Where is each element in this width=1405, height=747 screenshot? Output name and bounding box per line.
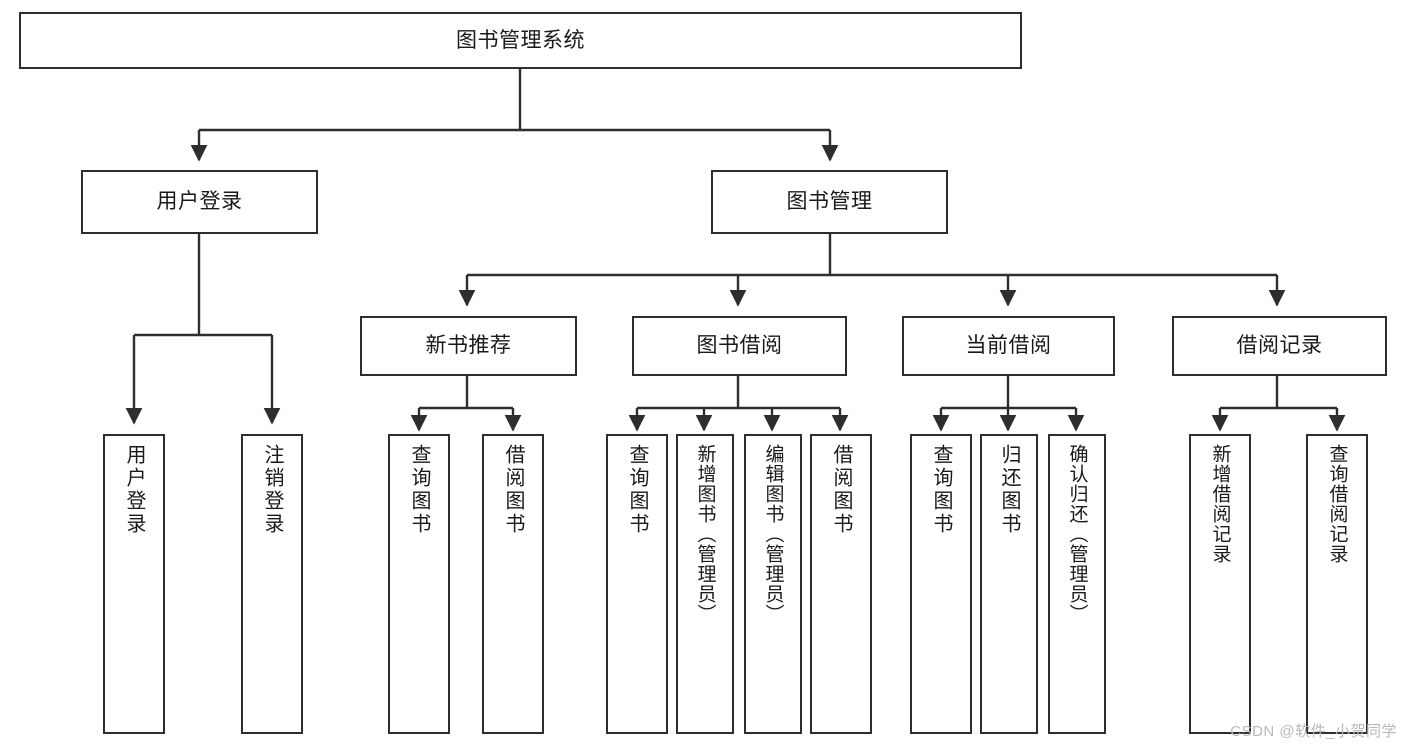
node-label: 编辑图书（管理员） xyxy=(762,444,784,624)
node-leaf-borrow-books[interactable]: 借阅图书 xyxy=(810,434,872,734)
node-root-book-management-system[interactable]: 图书管理系统 xyxy=(19,12,1022,69)
node-leaf-edit-book-admin[interactable]: 编辑图书（管理员） xyxy=(744,434,802,734)
node-leaf-query-borrow-record[interactable]: 查询借阅记录 xyxy=(1306,434,1368,734)
node-label: 借阅记录 xyxy=(1236,334,1323,358)
node-leaf-confirm-return-admin[interactable]: 确认归还（管理员） xyxy=(1048,434,1106,734)
node-label: 用户登录 xyxy=(123,444,145,536)
node-leaf-logout-login[interactable]: 注销登录 xyxy=(241,434,303,734)
node-label: 借阅图书 xyxy=(830,444,852,536)
node-user-login[interactable]: 用户登录 xyxy=(81,170,318,234)
node-leaf-borrow-books-recommend[interactable]: 借阅图书 xyxy=(482,434,544,734)
node-leaf-add-book-admin[interactable]: 新增图书（管理员） xyxy=(676,434,734,734)
node-leaf-user-login[interactable]: 用户登录 xyxy=(103,434,165,734)
node-label: 借阅图书 xyxy=(502,444,524,536)
node-label: 确认归还（管理员） xyxy=(1066,444,1088,624)
node-label: 新书推荐 xyxy=(425,334,512,358)
node-leaf-query-books-current[interactable]: 查询图书 xyxy=(910,434,972,734)
node-current-borrow[interactable]: 当前借阅 xyxy=(902,316,1115,376)
node-label: 查询图书 xyxy=(408,444,430,536)
node-leaf-query-books-recommend[interactable]: 查询图书 xyxy=(388,434,450,734)
node-label: 新增借阅记录 xyxy=(1209,444,1231,564)
node-label: 图书借阅 xyxy=(696,334,783,358)
node-label: 用户登录 xyxy=(156,190,243,214)
node-label: 查询图书 xyxy=(626,444,648,536)
node-label: 图书管理 xyxy=(786,190,873,214)
watermark-text: CSDN @软件_小贺同学 xyxy=(1230,723,1397,740)
node-label: 当前借阅 xyxy=(965,334,1052,358)
node-label: 图书管理系统 xyxy=(456,28,585,52)
node-leaf-return-books[interactable]: 归还图书 xyxy=(980,434,1038,734)
node-leaf-add-borrow-record[interactable]: 新增借阅记录 xyxy=(1189,434,1251,734)
node-book-borrow[interactable]: 图书借阅 xyxy=(632,316,847,376)
node-label: 归还图书 xyxy=(998,444,1020,536)
node-borrow-record[interactable]: 借阅记录 xyxy=(1172,316,1387,376)
node-label: 查询图书 xyxy=(930,444,952,536)
node-leaf-query-books-borrow[interactable]: 查询图书 xyxy=(606,434,668,734)
node-label: 查询借阅记录 xyxy=(1326,444,1348,564)
node-new-book-recommendation[interactable]: 新书推荐 xyxy=(360,316,577,376)
node-book-management[interactable]: 图书管理 xyxy=(711,170,948,234)
node-label: 新增图书（管理员） xyxy=(694,444,716,624)
node-label: 注销登录 xyxy=(261,444,283,536)
